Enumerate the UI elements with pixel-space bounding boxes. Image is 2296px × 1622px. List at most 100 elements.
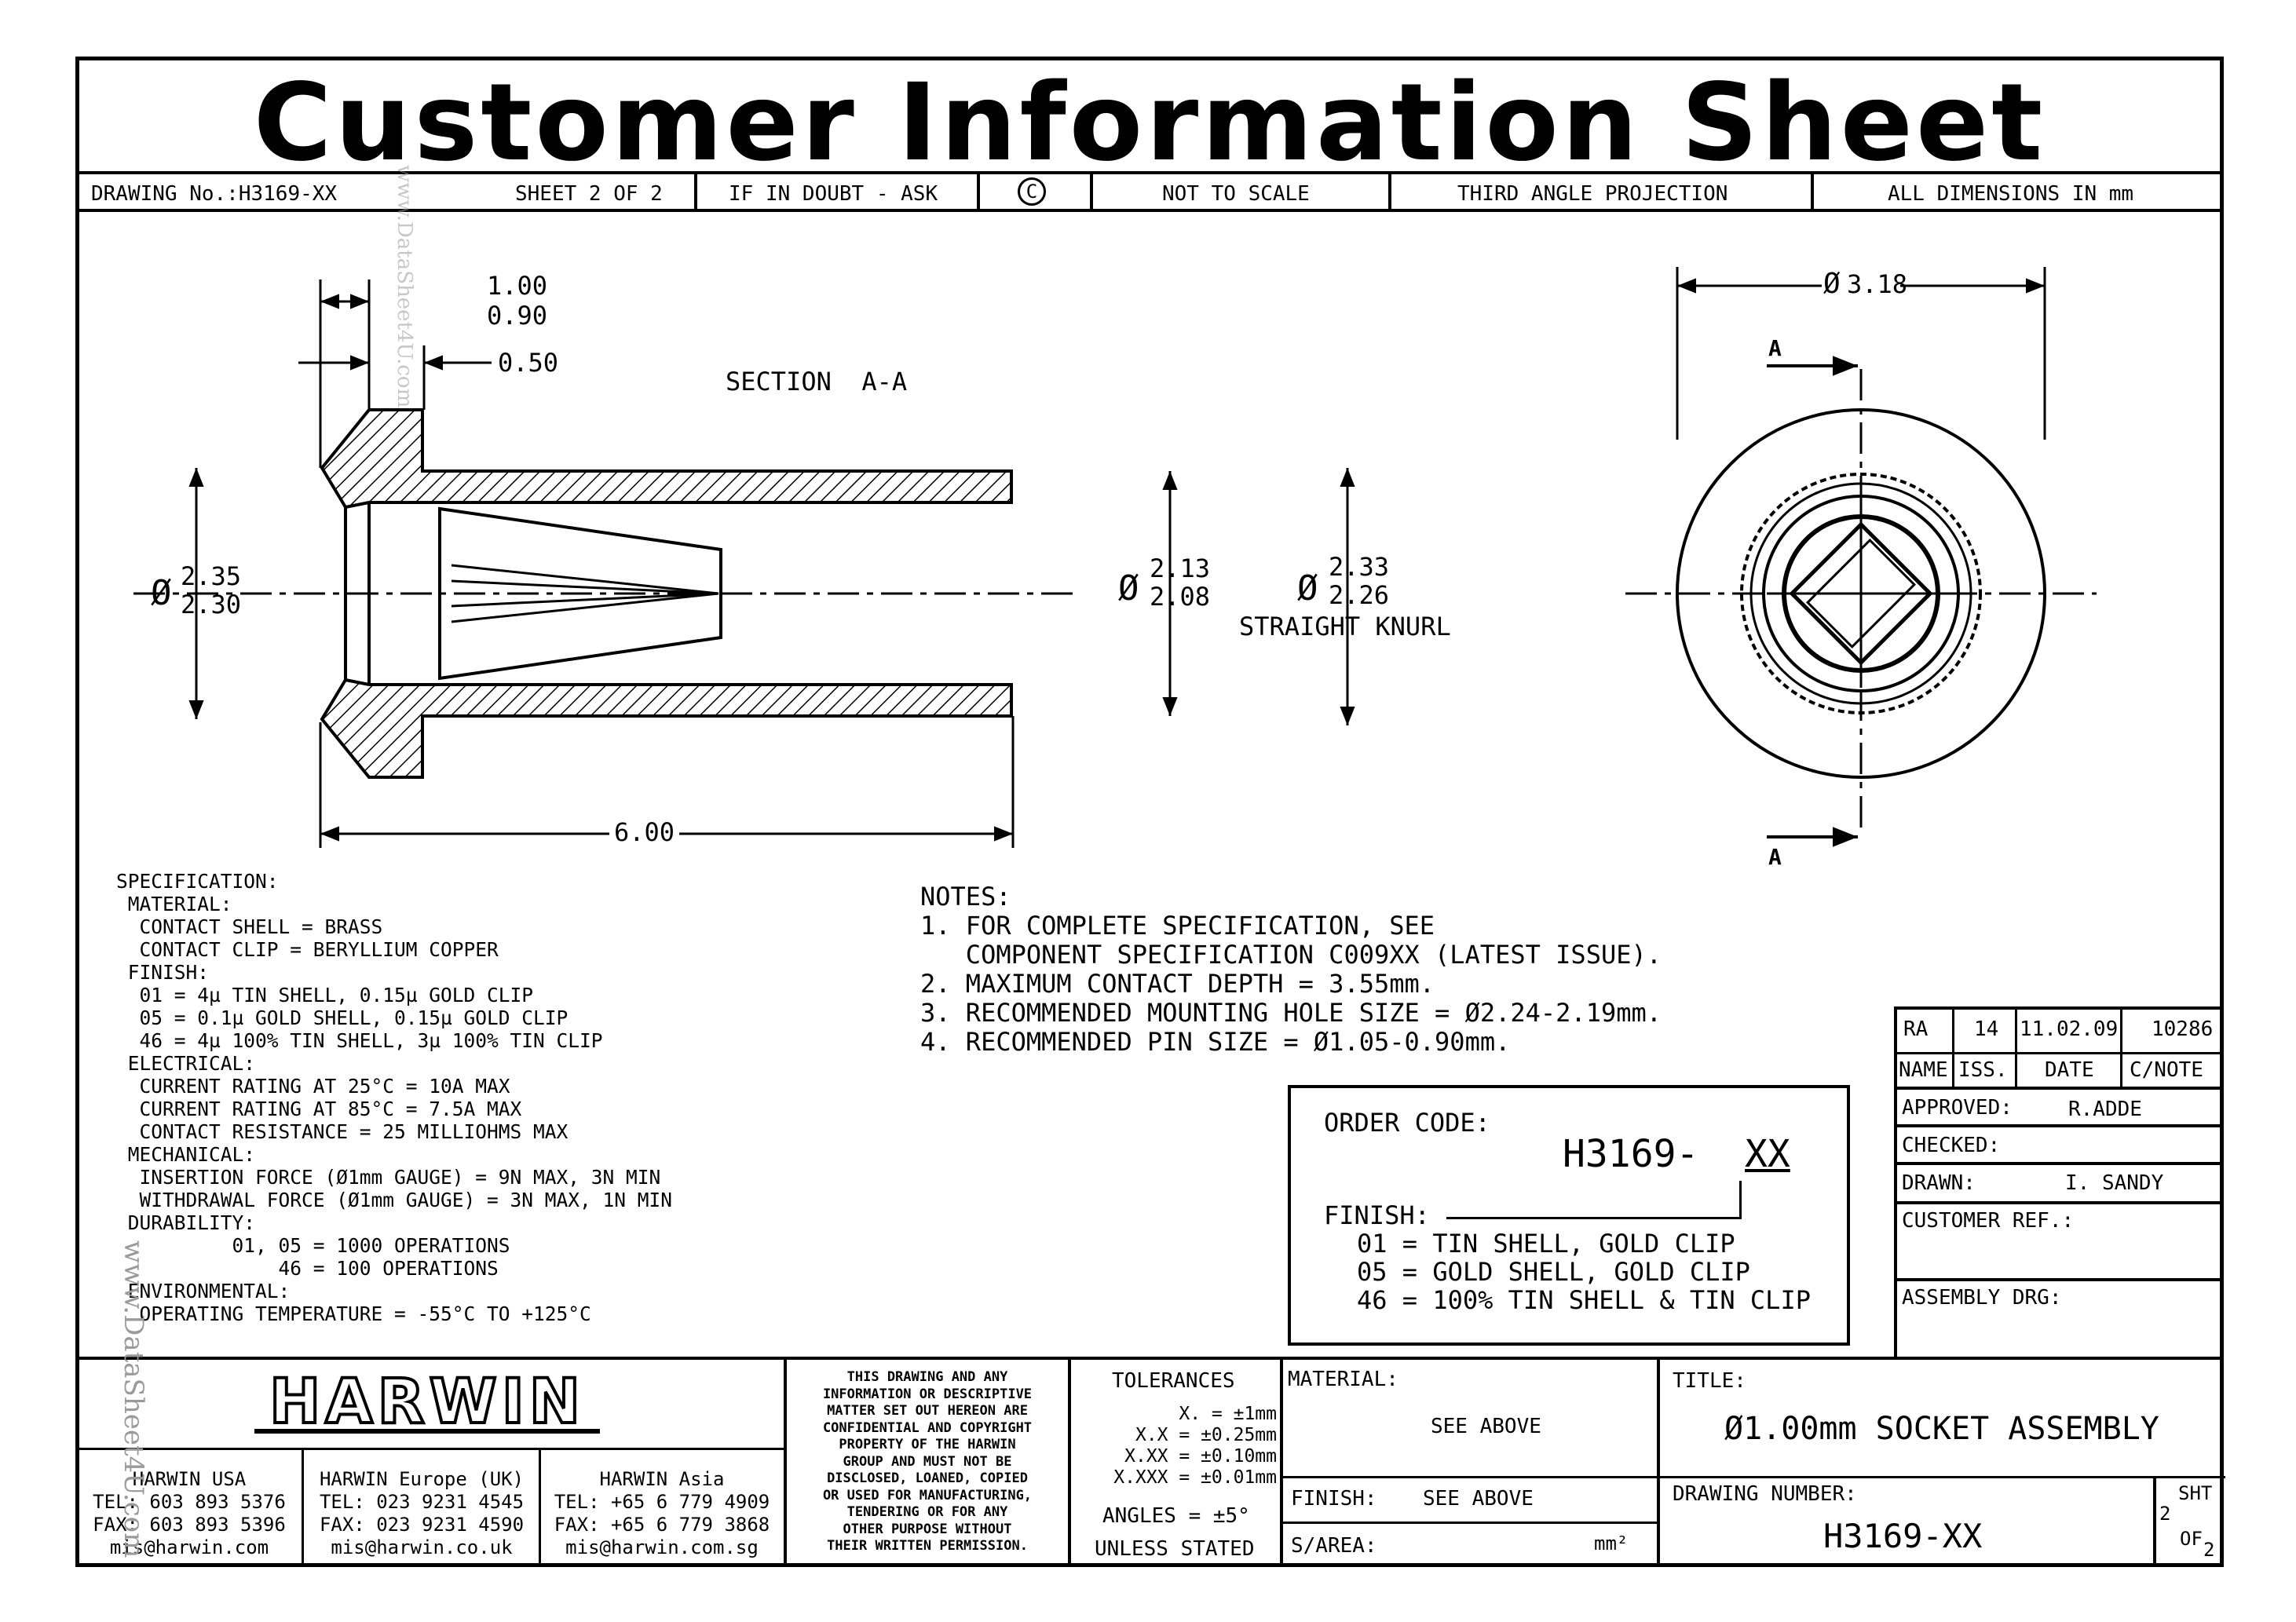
office-usa: HARWIN USA TEL: 603 893 5376 FAX: 603 89…: [79, 1468, 300, 1559]
tolerance-line: X.X = ±0.25mm: [1135, 1425, 1277, 1445]
sheet-number: SHEET 2 OF 2: [515, 182, 663, 206]
customer-ref-label: CUSTOMER REF.:: [1902, 1209, 2075, 1233]
dia-mid-min: 2.08: [1150, 582, 1211, 612]
watermark-side: www.DataSheet4U.com: [118, 1240, 149, 1558]
spec-line: ENVIRONMENTAL:: [116, 1280, 291, 1302]
drawing-number-header: DRAWING No.:H3169-XX: [91, 182, 338, 206]
specification-block: SPECIFICATION: MATERIAL: CONTACT SHELL =…: [116, 870, 672, 1325]
revision-rule: [1894, 1162, 2224, 1165]
spec-line: OPERATING TEMPERATURE = -55°C TO +125°C: [116, 1302, 591, 1325]
drawn-label: DRAWN:: [1902, 1171, 1976, 1195]
header-divider: [977, 171, 980, 212]
drawing-number: H3169-XX: [1823, 1517, 1983, 1555]
office-fax: FAX: 023 9231 4590: [319, 1514, 525, 1536]
revision-rule: [1894, 1201, 2224, 1204]
finish-label: FINISH:: [1324, 1200, 1430, 1230]
note-line: 3. RECOMMENDED MOUNTING HOLE SIZE = Ø2.2…: [920, 998, 1662, 1028]
revision-rule: [1894, 1124, 2224, 1127]
revision-name: RA: [1903, 1017, 1929, 1041]
spec-line: 01, 05 = 1000 OPERATIONS: [116, 1234, 510, 1257]
finish-block-value: SEE ABOVE: [1423, 1487, 1534, 1511]
sheet-total: 2: [2203, 1539, 2215, 1561]
header-bottom-line: [75, 209, 2224, 212]
office-asia: HARWIN Asia TEL: +65 6 779 4909 FAX: +65…: [542, 1468, 782, 1559]
office-fax: FAX: +65 6 779 3868: [554, 1514, 770, 1536]
revision-header: NAME: [1899, 1058, 1948, 1082]
spec-line: MATERIAL:: [116, 893, 232, 915]
title-block-divider: [784, 1358, 787, 1567]
title-block-divider: [539, 1449, 541, 1567]
spec-line: CONTACT SHELL = BRASS: [116, 915, 383, 938]
header-divider: [1811, 171, 1814, 212]
dia-mid-max: 2.13: [1150, 553, 1211, 583]
sheet-title: Customer Information Sheet: [253, 61, 2046, 185]
revision-block: [1894, 1006, 2224, 1358]
header-divider: [1388, 171, 1391, 212]
revision-rule: [1894, 1087, 2224, 1090]
spec-line: CONTACT RESISTANCE = 25 MILLIOHMS MAX: [116, 1120, 569, 1143]
tolerance-line: X.XXX = ±0.01mm: [1113, 1467, 1277, 1488]
dim-lip: 0.50: [498, 348, 559, 378]
tolerances-list: X. = ±1mm X.X = ±0.25mm X.XX = ±0.10mm X…: [1084, 1404, 1277, 1489]
section-mark-top: A: [1768, 335, 1782, 361]
title-block-top: [75, 1357, 2224, 1360]
confidential-line: THIS DRAWING AND ANY: [846, 1369, 1008, 1385]
office-email: mis@harwin.com.sg: [565, 1536, 759, 1558]
spec-line: MECHANICAL:: [116, 1143, 256, 1166]
finish-leader: [1739, 1181, 1742, 1219]
projection-note: THIRD ANGLE PROJECTION: [1457, 182, 1728, 206]
finish-option: 01 = TIN SHELL, GOLD CLIP: [1357, 1229, 1735, 1259]
title-block-rule: [1657, 1476, 2225, 1478]
finish-block-label: FINISH:: [1291, 1487, 1377, 1511]
end-view: [1625, 267, 2097, 847]
diameter-icon: Ø: [1823, 268, 1841, 300]
knurl-label: STRAIGHT KNURL: [1239, 612, 1451, 641]
confidential-line: GROUP AND MUST NOT BE: [843, 1453, 1012, 1470]
harwin-logo-text: HARWIN: [269, 1368, 585, 1437]
revision-date: 11.02.09: [2020, 1017, 2119, 1041]
confidential-line: CONFIDENTIAL AND COPYRIGHT: [822, 1419, 1033, 1436]
tolerances-title: TOLERANCES: [1112, 1369, 1235, 1393]
order-code-label: ORDER CODE:: [1324, 1108, 1490, 1138]
title-block-divider: [1280, 1358, 1283, 1567]
order-code-box: [1288, 1085, 1850, 1346]
order-code-suffix: XX: [1745, 1132, 1790, 1176]
dia-left-min: 2.30: [181, 590, 242, 619]
title-block-divider: [302, 1449, 304, 1567]
title-block-rule: [1280, 1522, 1658, 1524]
finish-option: 05 = GOLD SHELL, GOLD CLIP: [1357, 1257, 1750, 1287]
dim-flange-max: 1.00: [487, 271, 548, 301]
dimensions-note: ALL DIMENSIONS IN mm: [1888, 182, 2134, 206]
revision-rule: [1894, 1278, 2224, 1281]
revision-rule: [1952, 1006, 1954, 1088]
title-block-rule: [75, 1448, 785, 1450]
header-top-line: [75, 171, 2224, 174]
section-label: SECTION A-A: [726, 367, 908, 396]
title-block-divider: [2153, 1476, 2156, 1567]
office-fax: FAX: 603 893 5396: [93, 1514, 286, 1536]
revision-header: DATE: [2045, 1058, 2094, 1082]
revision-note: 10286: [2152, 1017, 2214, 1041]
spec-line: WITHDRAWAL FORCE (Ø1mm GAUGE) = 3N MAX, …: [116, 1189, 673, 1211]
confidential-line: PROPERTY OF THE HARWIN: [839, 1437, 1016, 1452]
confidential-line: DISCLOSED, LOANED, COPIED: [827, 1470, 1028, 1486]
office-tel: TEL: +65 6 779 4909: [554, 1491, 770, 1513]
surface-area-unit: mm²: [1594, 1532, 1629, 1554]
revision-rule: [1894, 1052, 2224, 1054]
doubt-note: IF IN DOUBT - ASK: [729, 182, 938, 206]
title-label: TITLE:: [1673, 1369, 1746, 1393]
confidential-line: INFORMATION OR DESCRIPTIVE: [822, 1386, 1033, 1402]
approved-label: APPROVED:: [1902, 1096, 2013, 1120]
angle-tolerance: ANGLES = ±5°: [1102, 1504, 1250, 1528]
diameter-icon: Ø: [151, 573, 172, 613]
drawing-number-label: DRAWING NUMBER:: [1673, 1482, 1857, 1506]
drawing-frame: [75, 57, 2224, 1567]
tolerance-line: X. = ±1mm: [1179, 1404, 1277, 1424]
finish-leader: [1446, 1217, 1742, 1219]
header-divider: [1090, 171, 1093, 212]
drawing-title: Ø1.00mm SOCKET ASSEMBLY: [1724, 1411, 2159, 1447]
length-dimension: 6.00: [609, 820, 680, 845]
harwin-logo: HARWIN: [254, 1368, 600, 1437]
section-view: [133, 279, 1355, 848]
title-block-rule: [1280, 1476, 1658, 1478]
